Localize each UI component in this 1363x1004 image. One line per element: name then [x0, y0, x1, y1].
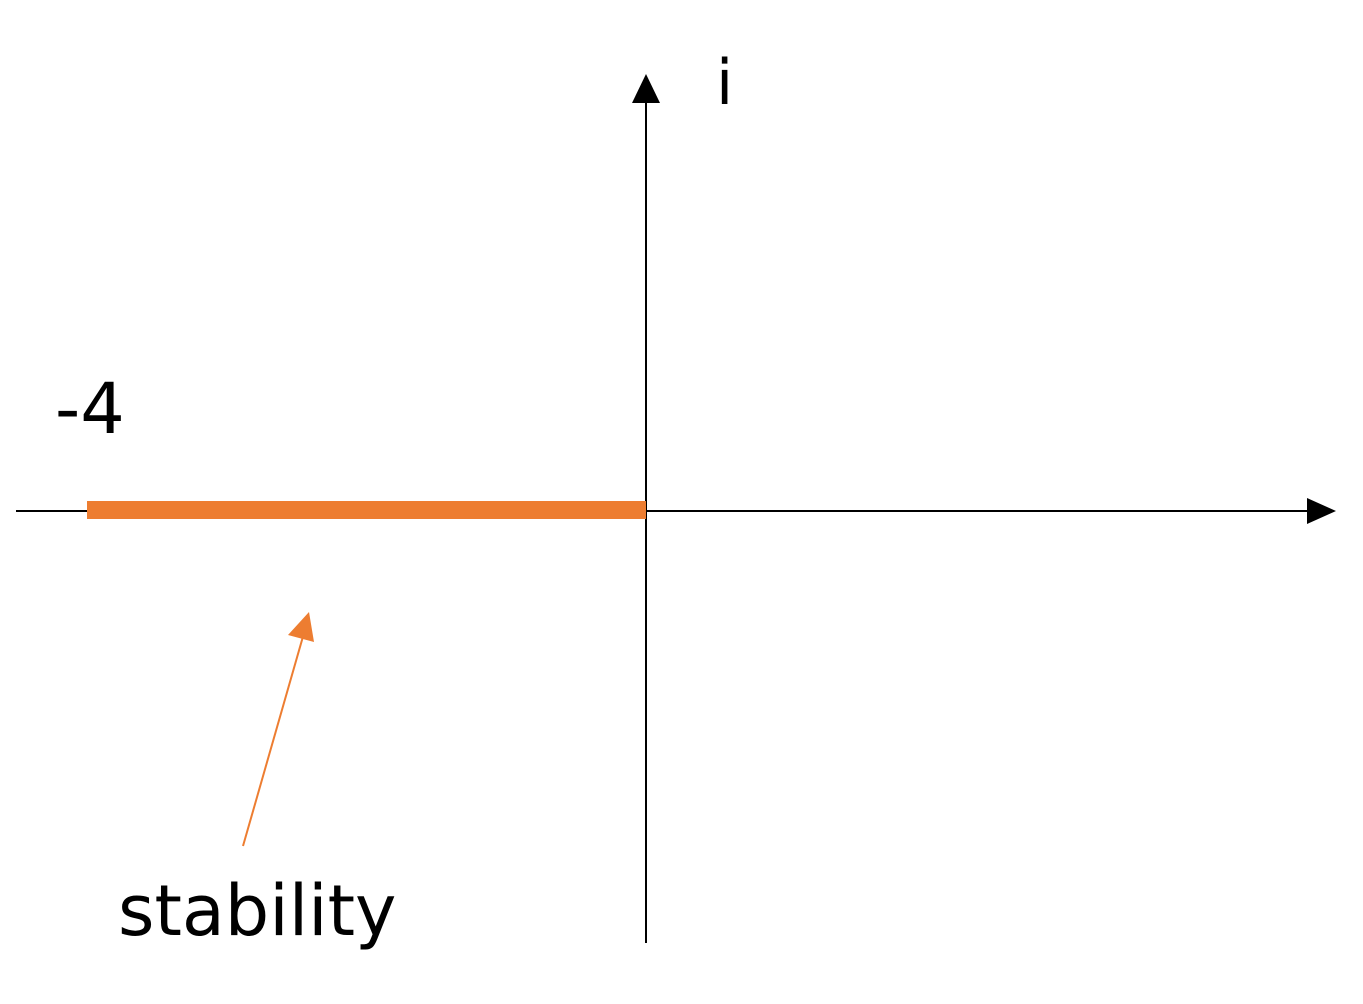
imaginary-axis-arrowhead — [632, 74, 660, 103]
tick-label-minus-four: -4 — [55, 368, 125, 450]
real-axis-arrowhead — [1307, 498, 1336, 524]
stability-annotation-label: stability — [118, 870, 396, 952]
imaginary-axis-label: i — [716, 46, 733, 119]
annotation-arrowhead — [288, 612, 314, 642]
annotation-arrow-line — [242, 632, 305, 847]
stability-interval-bar — [87, 501, 646, 519]
